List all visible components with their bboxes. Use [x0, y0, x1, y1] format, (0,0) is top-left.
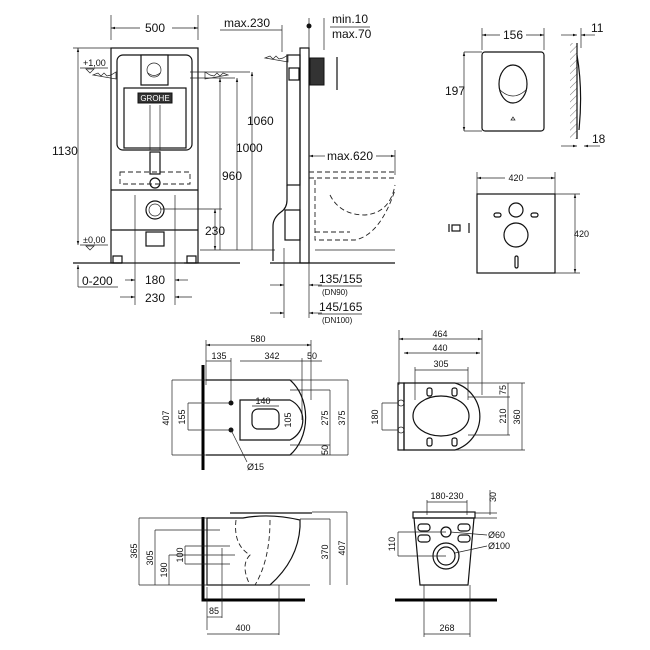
- seat-top-75-label: 75: [498, 385, 508, 395]
- flush-plate-view: 156 197 11 18: [445, 21, 606, 148]
- level-zero-label: ±0,00: [83, 235, 105, 245]
- seat-width-label: 360: [512, 409, 522, 424]
- pipe-dn90-label: 135/155: [319, 272, 363, 286]
- height-1060-label: 1060: [247, 114, 274, 128]
- inner-width-label: 105: [283, 412, 293, 427]
- pipe-dn100-label: 145/165: [319, 300, 363, 314]
- seat-inner-length-label: 440: [432, 343, 447, 353]
- bowl-projection-label: max.620: [327, 149, 373, 163]
- inlet-diameter-label: Ø60: [488, 530, 505, 540]
- inner-180-label: 180: [145, 273, 165, 287]
- fix-offset-label: 135: [211, 351, 226, 361]
- bowl-total-width-label: 407: [161, 410, 171, 425]
- bowl-width-label: 375: [337, 410, 347, 425]
- seat-length-label: 464: [432, 329, 447, 339]
- outlet-diameter-label: Ø100: [488, 541, 510, 551]
- side-400-label: 400: [235, 623, 250, 633]
- bowl-length-label: 580: [250, 334, 265, 344]
- bolt-spacing-label: 155: [177, 409, 187, 424]
- inlet-height-label: 110: [387, 537, 397, 551]
- base-width-label: 268: [439, 623, 454, 633]
- frame-width-label: 500: [145, 21, 165, 35]
- side-100-label: 100: [175, 547, 185, 562]
- side-190-label: 190: [159, 562, 169, 577]
- height-1000-label: 1000: [236, 141, 263, 155]
- plate-height-label: 197: [445, 84, 465, 98]
- side-365-label: 365: [129, 543, 139, 558]
- seat-thickness-label: 30: [488, 492, 498, 502]
- rear-50-label: 50: [320, 445, 330, 455]
- plate-width-label: 156: [503, 28, 523, 42]
- sound-pad-view: 420 420: [448, 172, 589, 274]
- outlet-height-label: 230: [205, 224, 225, 238]
- frame-front-view: 500 GROHE 1130 +1,00: [52, 15, 275, 305]
- bowl-top-view: 580 135 342 50 140 105 407 155 275 375: [161, 334, 349, 472]
- inner-length-label: 140: [255, 396, 270, 406]
- seat-opening-label: 305: [433, 359, 448, 369]
- side-305-label: 305: [145, 550, 155, 565]
- floor-adjust-label: 0-200: [82, 274, 113, 288]
- total-height-label: 1130: [52, 144, 78, 158]
- side-370-label: 370: [320, 544, 330, 559]
- rim-length-label: 342: [264, 351, 279, 361]
- pipe-dn100-note: (DN100): [322, 316, 353, 325]
- max-depth-label: max.230: [224, 16, 270, 30]
- front-offset-label: 50: [307, 351, 317, 361]
- plate-depth-bottom-label: 18: [592, 132, 606, 146]
- plate-gap-max-label: max.70: [332, 27, 372, 41]
- seat-top-view: 464 440 305 180 75 210 360: [370, 329, 525, 451]
- pad-height-label: 420: [574, 229, 589, 239]
- hole-diameter-label: Ø15: [247, 462, 264, 472]
- bowl-side-view: 365 305 190 100 370 407 85 400: [129, 511, 348, 635]
- inner-230-label: 230: [145, 291, 165, 305]
- pipe-dn90-note: (DN90): [322, 288, 348, 297]
- bowl-rear-view: 180-230 30 110 Ø60 Ø100 268: [387, 490, 510, 637]
- side-85-label: 85: [209, 606, 219, 616]
- bowl-inner-label: 275: [320, 410, 330, 425]
- hinge-spacing-label: 180: [370, 409, 380, 424]
- plate-gap-min-label: min.10: [332, 12, 368, 26]
- bolt-span-label: 180-230: [430, 491, 463, 501]
- side-407-label: 407: [337, 540, 347, 555]
- plate-depth-top-label: 11: [591, 21, 604, 35]
- seat-mid-210-label: 210: [498, 408, 508, 423]
- level-top-label: +1,00: [83, 58, 106, 68]
- brand-logo: GROHE: [140, 94, 169, 103]
- height-960-label: 960: [222, 169, 242, 183]
- frame-side-view: max.230 min.10 max.70 max.620: [220, 12, 396, 325]
- pad-width-label: 420: [508, 173, 523, 183]
